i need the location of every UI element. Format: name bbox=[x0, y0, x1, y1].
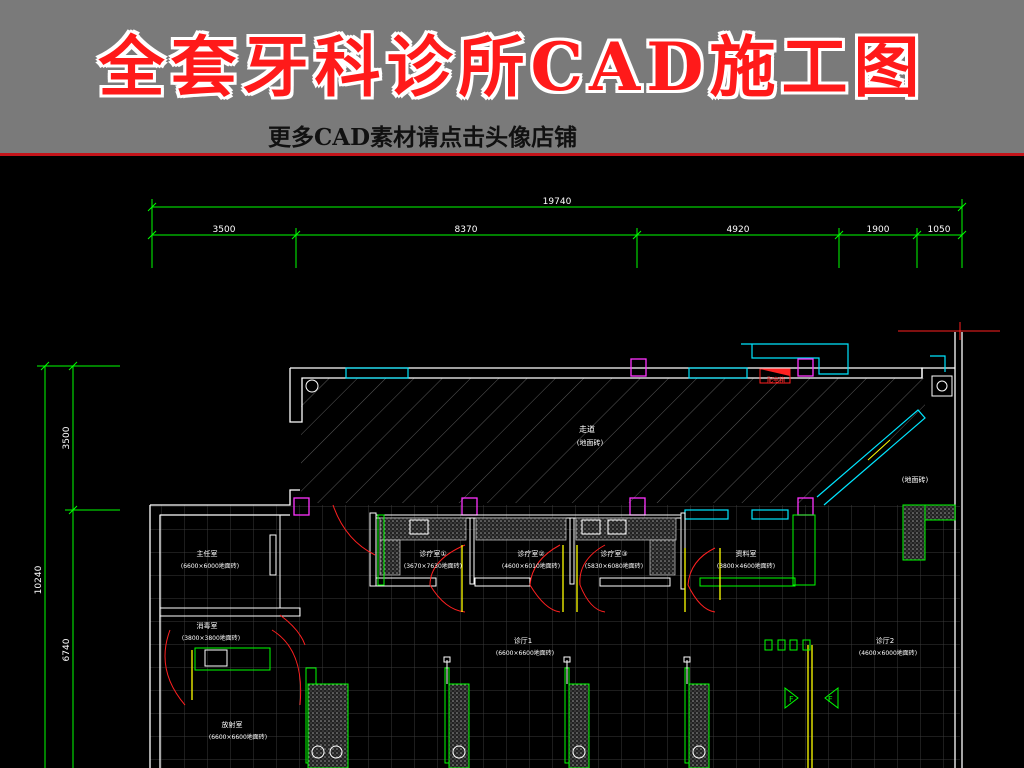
dim-top-3: 4920 bbox=[727, 225, 750, 235]
page-subtitle: 更多CAD素材请点击头像店铺 bbox=[268, 124, 578, 151]
corridor-label: 走道 bbox=[579, 424, 595, 434]
left-dimension-lines bbox=[37, 361, 120, 768]
clinic3-label: 诊疗室③ bbox=[600, 549, 627, 558]
dim-top-5: 1050 bbox=[928, 225, 951, 235]
outer-walls bbox=[149, 332, 963, 768]
banner bbox=[0, 0, 1024, 155]
counters bbox=[379, 517, 677, 576]
corner-basin-bowl bbox=[936, 380, 948, 392]
xray-label: 放射室 bbox=[222, 720, 243, 729]
door-leaves bbox=[191, 545, 813, 768]
corridor-note-right: (地面砖) bbox=[902, 475, 929, 484]
banner-accent-line bbox=[0, 153, 1024, 156]
office-label: 主任室 bbox=[197, 549, 218, 558]
clinic2-size: (4600×6010地面砖) bbox=[502, 562, 560, 570]
corridor-hatch bbox=[301, 378, 925, 503]
dim-top-4: 1900 bbox=[867, 225, 890, 235]
records-size: (3800×4600地面砖) bbox=[717, 562, 775, 570]
records-label: 资料室 bbox=[736, 549, 757, 558]
hall1-size: (6600×6600地面砖) bbox=[496, 649, 554, 657]
right-wall-strip bbox=[924, 504, 956, 521]
door-swings bbox=[164, 504, 716, 706]
dim-left-2: 6740 bbox=[62, 638, 72, 661]
right-wall-block bbox=[902, 504, 926, 561]
red-wedge bbox=[760, 369, 790, 376]
clinic3-size: (5830×6080地面砖) bbox=[585, 562, 643, 570]
red-tag-label: 配电箱 bbox=[767, 376, 785, 384]
dim-top-1: 3500 bbox=[213, 225, 236, 235]
corridor-note: (地面砖) bbox=[577, 438, 604, 447]
axis-marker bbox=[898, 322, 1000, 340]
right-fixtures bbox=[764, 639, 839, 710]
clinic1-size: (3670×7630地面砖) bbox=[404, 562, 462, 570]
disinfect-label: 消毒室 bbox=[197, 621, 218, 630]
office-size: (6600×6000地面砖) bbox=[181, 562, 239, 570]
corner-basin bbox=[931, 375, 953, 397]
hall2-size: (4600×6000地面砖) bbox=[859, 649, 917, 657]
disinfect-size: (3800×3800地面砖) bbox=[182, 634, 240, 642]
hall1-label: 诊厅1 bbox=[514, 636, 532, 645]
corridor-column-round bbox=[305, 379, 319, 393]
floor-grid bbox=[150, 505, 960, 768]
windows bbox=[345, 343, 946, 520]
cad-floor-plan: 19740 3500 8370 4920 1900 1050 10240 350… bbox=[34, 197, 1000, 768]
dim-total-top: 19740 bbox=[543, 197, 572, 207]
sinks bbox=[204, 519, 627, 667]
office-walls bbox=[159, 514, 301, 617]
hall2-label: 诊厅2 bbox=[876, 636, 894, 645]
chair-pedals bbox=[311, 745, 706, 759]
dim-top-2: 8370 bbox=[455, 225, 478, 235]
dim-left-1: 3500 bbox=[62, 426, 72, 449]
clinic1-label: 诊疗室① bbox=[419, 549, 446, 558]
clinic2-label: 诊疗室② bbox=[517, 549, 544, 558]
dental-chairs bbox=[307, 683, 710, 768]
xray-size: (6600×6600地面砖) bbox=[209, 733, 267, 741]
page-title: 全套牙科诊所CAD施工图 bbox=[98, 28, 926, 106]
fixture-f-right: F bbox=[828, 695, 833, 704]
top-dimension-lines bbox=[147, 199, 967, 268]
chair-arms bbox=[443, 656, 691, 684]
dim-total-left: 10240 bbox=[34, 565, 44, 594]
fixture-f-left: F bbox=[789, 695, 794, 704]
